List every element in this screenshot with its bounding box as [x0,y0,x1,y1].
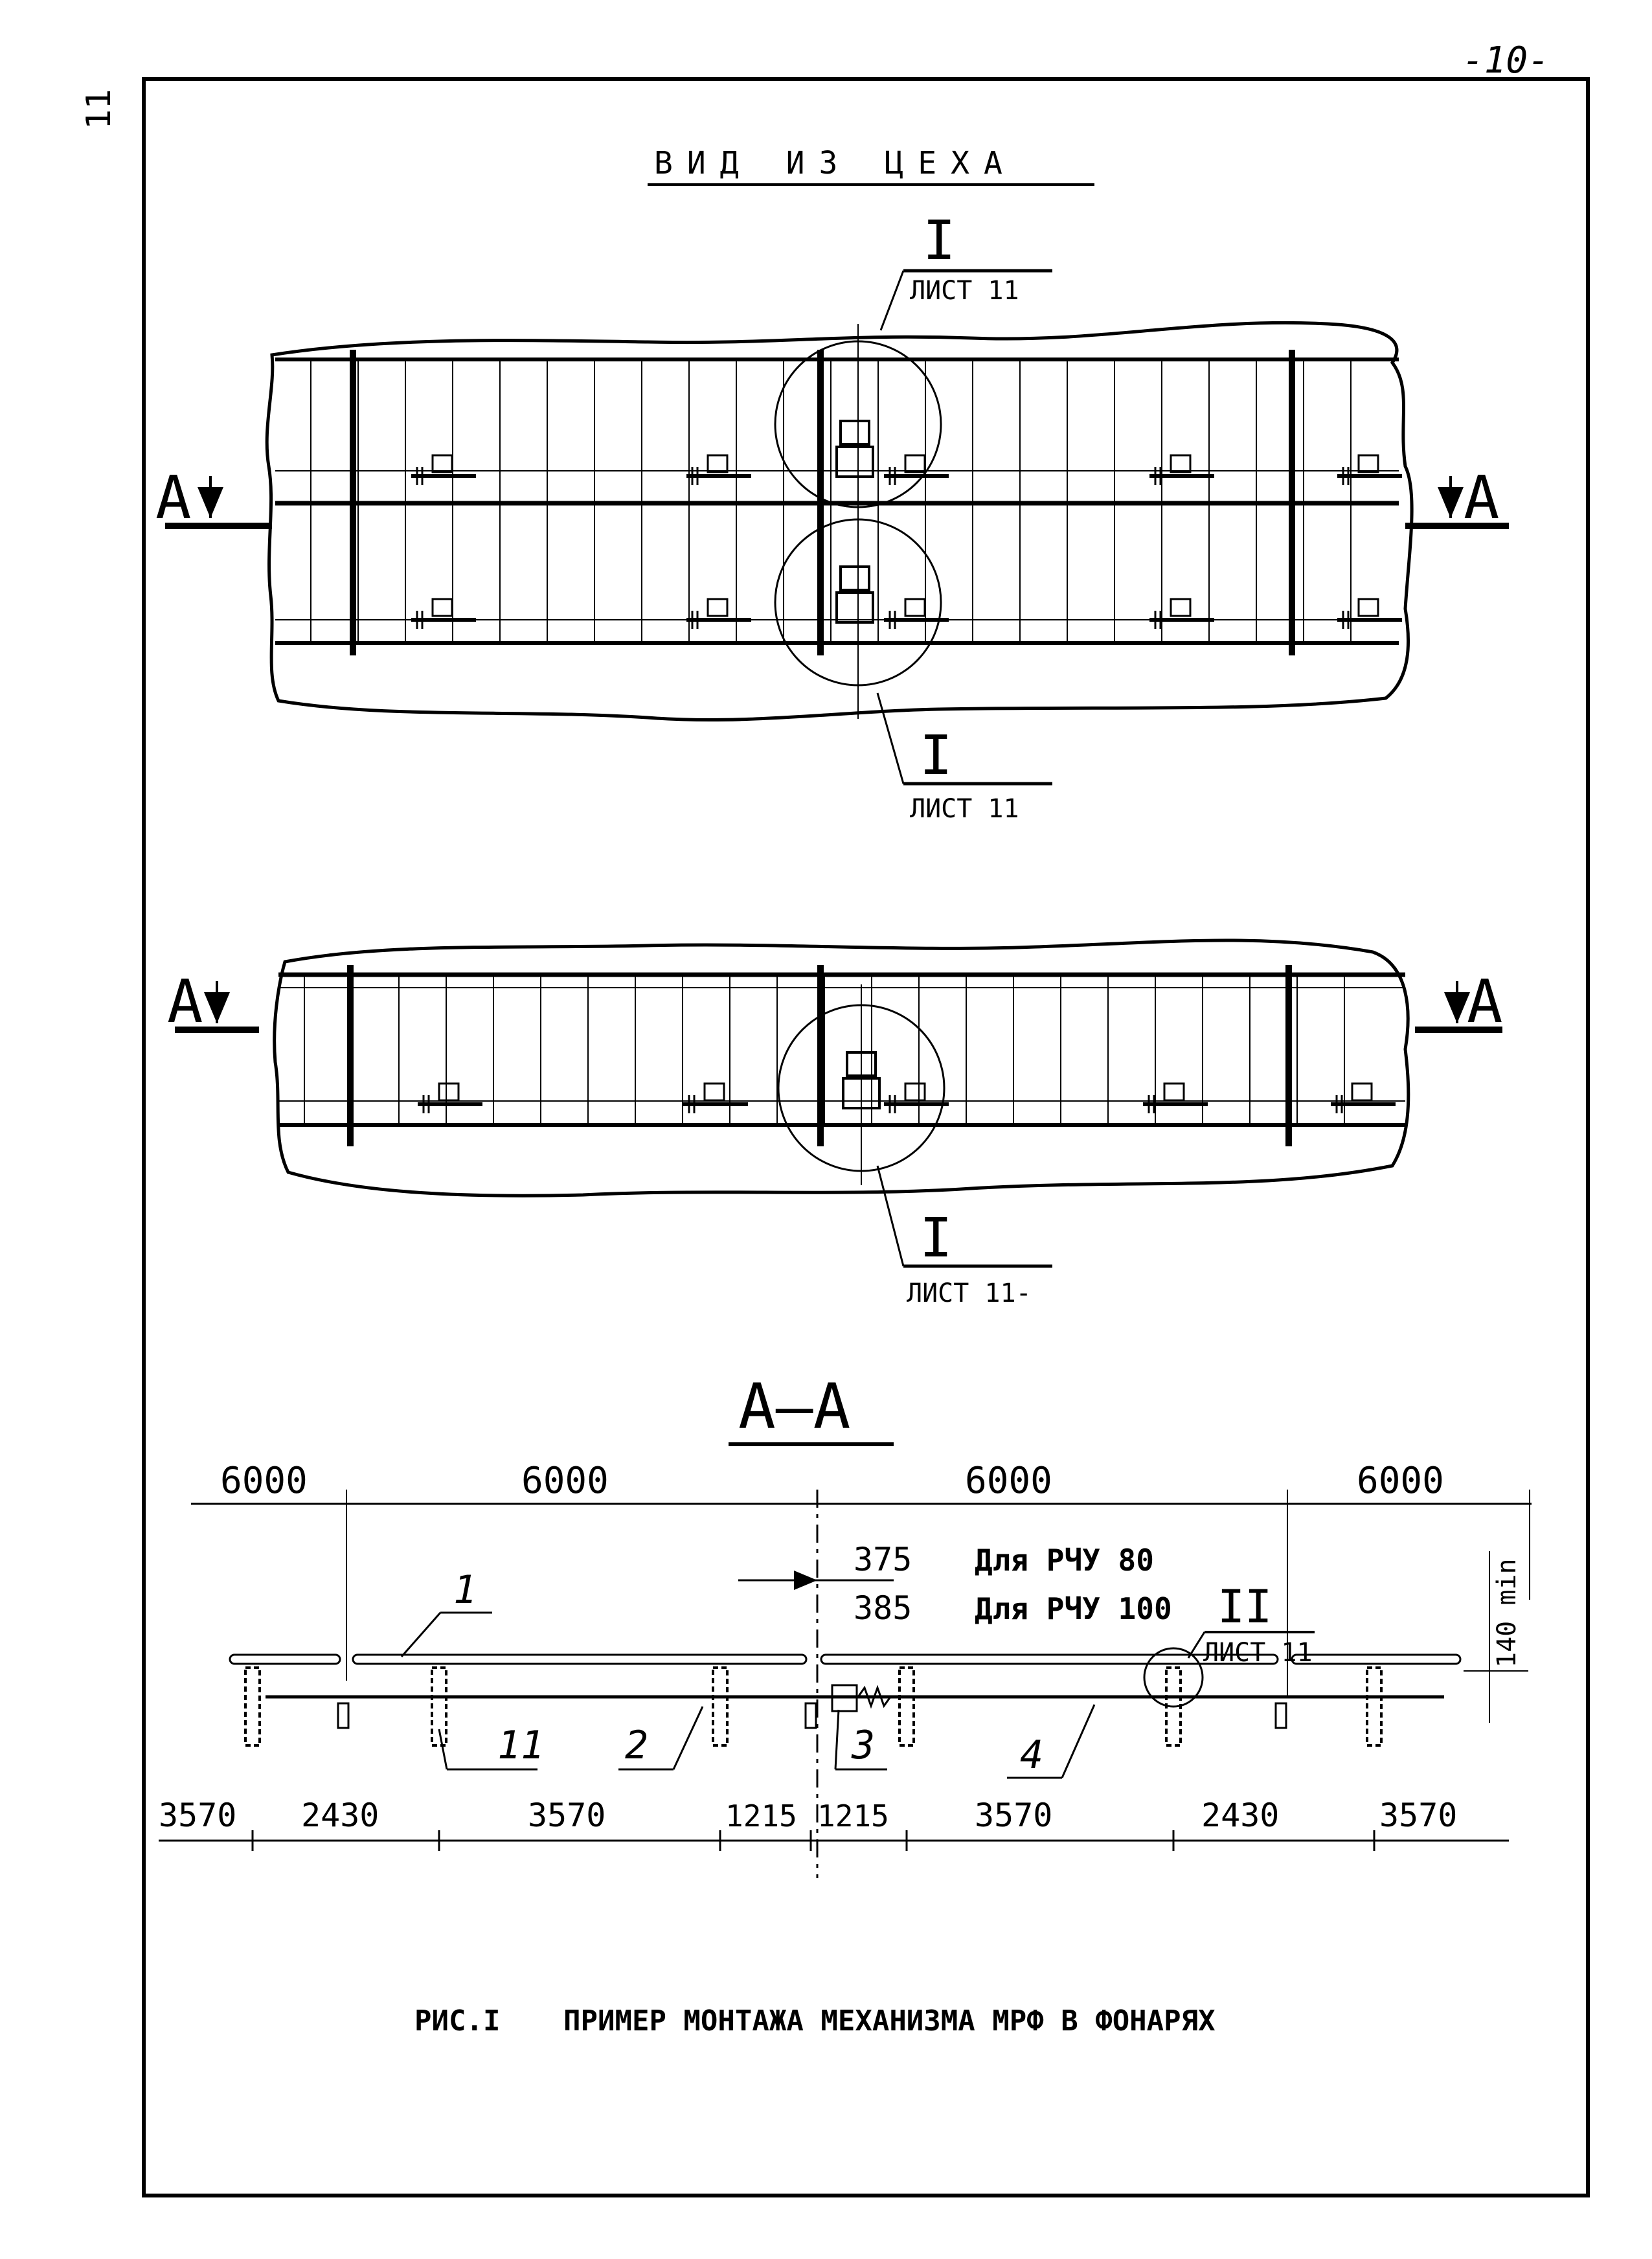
sash-bar [352,1653,808,1665]
bracket-post [431,1666,447,1747]
rchu-80-label: Для РЧУ 80 [975,1543,1154,1578]
drive-unit [839,565,870,591]
stop-block [337,1702,350,1729]
actuator [707,598,729,617]
middle-view-post [1285,965,1292,1146]
top-view-post [817,350,824,655]
part-label-11: 11 [497,1723,544,1768]
part-label-4: 4 [1020,1732,1043,1778]
actuator [438,1082,460,1102]
bottom-dim: 3570 [159,1797,236,1834]
bracket-post [1165,1666,1182,1747]
top-view-outline [265,321,1414,722]
top-view-mullions [310,359,1352,643]
actuator [707,454,729,473]
callout-top-sheet: ЛИСТ 11 [910,276,1019,306]
drive-motor [835,591,874,624]
bottom-dim: 3570 [1379,1797,1457,1834]
top-view-post [350,350,356,655]
middle-view-mechanisms [418,1051,1396,1113]
callout-bottom-numeral: I [920,723,953,787]
section-marker-left: А [167,967,203,1036]
sash-bar [229,1653,341,1665]
bottom-dim-ticks [251,1830,1375,1851]
stop-block [804,1702,817,1729]
actuator [1170,454,1192,473]
middle-view-post [817,965,824,1146]
callout-middle-sheet: ЛИСТ 11- [907,1278,1032,1308]
top-dim: 6000 [220,1460,308,1502]
part-leader [834,1709,840,1770]
top-view-mechanisms [411,420,1402,629]
detail-circle-ii [1143,1647,1204,1708]
top-view-post [1289,350,1295,655]
bracket-post [898,1666,915,1747]
actuator [904,454,926,473]
part-leader [672,1706,704,1770]
sheet-frame [142,77,1590,2197]
callout-top-leader [879,270,905,331]
middle-view-outline [273,938,1410,1198]
actuator [1357,454,1379,473]
top-dim: 6000 [521,1460,609,1502]
actuator [1351,1082,1373,1102]
bottom-dim: 1215 [817,1799,889,1833]
part-label-3: 3 [851,1723,875,1768]
callout-middle-numeral: I [920,1206,953,1269]
actuator [431,598,453,617]
section-mechanisms [244,1666,1383,1747]
bottom-dim: 2430 [1201,1797,1279,1834]
part-leader [1061,1704,1096,1778]
stop-block [1274,1702,1287,1729]
vertical-dim: 140 min [1492,1558,1522,1668]
bracket-post [244,1666,261,1747]
drive-unit [839,420,870,446]
section-title: А–А [738,1370,850,1443]
bracket-post [1366,1666,1383,1747]
top-view-title: ВИД ИЗ ЦЕХА [654,145,1017,181]
actuator [703,1082,725,1102]
part-label-2: 2 [625,1723,648,1768]
callout-top-numeral: I [923,209,956,272]
bottom-dim: 1215 [725,1799,797,1833]
spring-coupling [857,1685,892,1709]
part-leader [400,1612,442,1657]
figure-number: РИС.I [414,2004,500,2038]
actuator [1163,1082,1185,1102]
callout-ii-numeral: II [1217,1580,1272,1633]
reducer [831,1684,858,1712]
callout-bottom-leader [876,692,905,784]
corner-mark: 11 [80,89,119,130]
bottom-dim: 3570 [975,1797,1052,1834]
section-marker-left: А [155,463,191,532]
top-dim: 6000 [965,1460,1052,1502]
section-marker-right: А [1467,967,1502,1036]
callout-bottom-sheet: ЛИСТ 11 [910,794,1019,824]
actuator [904,598,926,617]
page-number: -10- [1462,40,1550,82]
actuator [431,454,453,473]
middle-view-post [347,965,354,1146]
bottom-dim: 3570 [528,1797,605,1834]
actuator [904,1082,926,1102]
actuator [1357,598,1379,617]
bracket-post [712,1666,729,1747]
section-marker-right: А [1464,463,1499,532]
figure-caption: ПРИМЕР МОНТАЖА МЕХАНИЗМА МРФ В ФОНАРЯХ [563,2004,1216,2038]
rchu-80-dim: 375 [854,1541,912,1578]
drive-motor [835,446,874,478]
sash-bar [820,1653,1279,1665]
bottom-dim: 2430 [301,1797,379,1834]
actuator [1170,598,1192,617]
part-label-1: 1 [453,1567,477,1613]
rchu-100-dim: 385 [854,1589,912,1627]
rchu-100-label: Для РЧУ 100 [975,1591,1172,1626]
callout-middle-leader [876,1165,905,1267]
sash-bar [1291,1653,1462,1665]
top-dim: 6000 [1357,1460,1444,1502]
part-leader [438,1729,448,1770]
